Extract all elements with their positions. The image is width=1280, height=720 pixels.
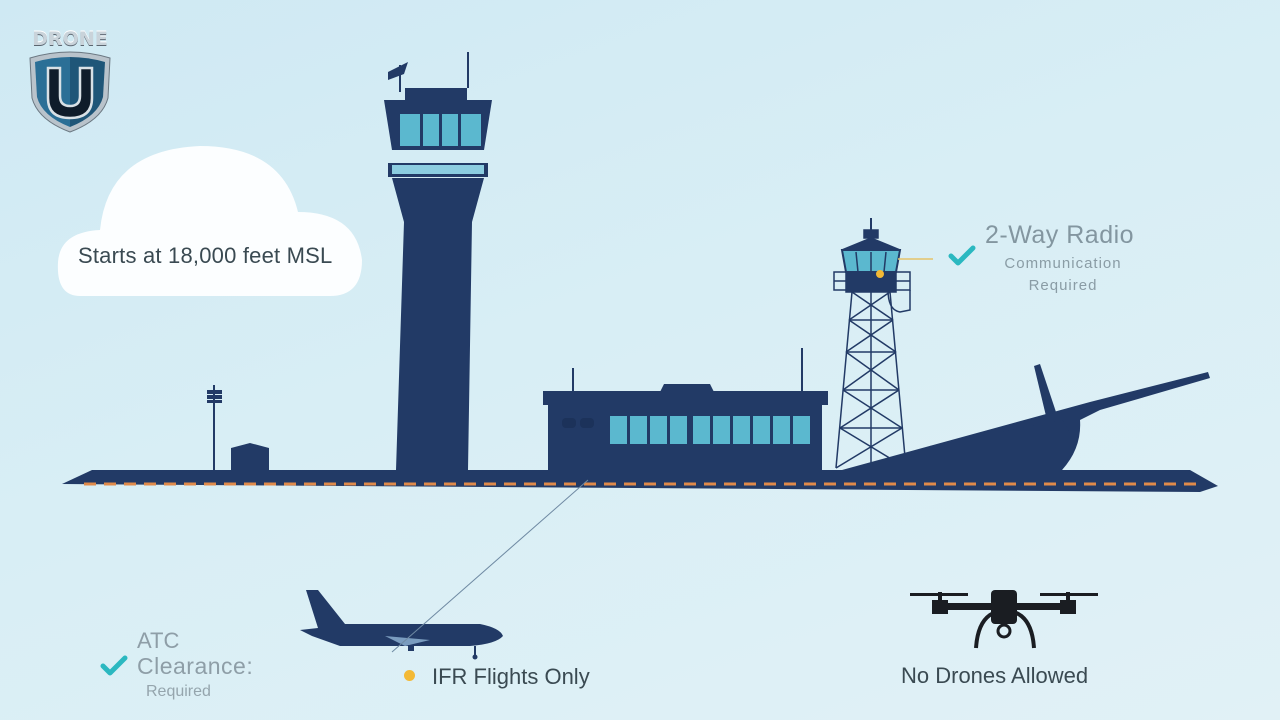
drone-graphic [910, 590, 1098, 649]
check-icon [100, 655, 128, 676]
radio-requirement-title: 2-Way Radio [985, 221, 1135, 249]
ifr-requirement-label: IFR Flights Only [432, 664, 590, 689]
light-pole [207, 385, 222, 470]
main-control-tower [384, 52, 492, 470]
radio-requirement-line1: Communication [1004, 255, 1122, 272]
cloud-shape [57, 146, 362, 296]
airliner [300, 590, 503, 660]
shield-icon [29, 51, 111, 133]
bullet-dot-icon [404, 670, 415, 681]
ceiling-altitude-label: Starts at 18,000 feet MSL [78, 243, 333, 268]
drone-u-logo: DRONE U [22, 28, 118, 136]
approach-line [391, 479, 589, 653]
radio-requirement-line2: Required [1028, 277, 1098, 294]
atc-requirement-line3: Required [146, 683, 211, 700]
radio-tower [833, 218, 911, 469]
radio-antenna-dot [876, 270, 884, 278]
parked-airplane [842, 364, 1210, 470]
runway [62, 470, 1218, 492]
logo-brand-text: DRONE [32, 28, 108, 50]
no-drones-label: No Drones Allowed [901, 663, 1089, 688]
small-shed [231, 443, 269, 470]
radio-requirement-detail: Communication Required [994, 253, 1132, 297]
check-icon [948, 245, 976, 266]
terminal-building [543, 348, 828, 474]
atc-requirement-line2: Clearance: [137, 653, 254, 679]
atc-requirement-line1: ATC [137, 628, 180, 653]
